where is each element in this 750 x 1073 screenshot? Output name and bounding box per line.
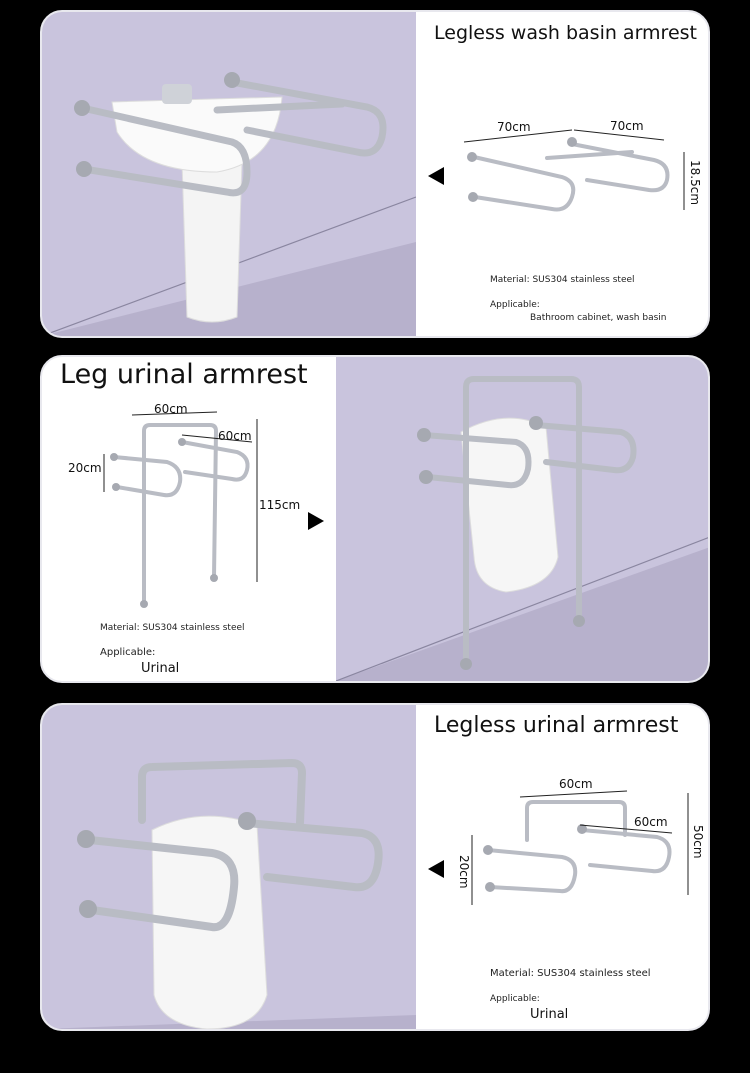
leg-urinal-dimension-drawing xyxy=(103,411,258,608)
arrow-right-icon xyxy=(308,512,324,530)
arrow-left-icon xyxy=(428,167,444,185)
applicable-value: Urinal xyxy=(530,1007,569,1022)
applicable-label: Applicable: xyxy=(490,994,540,1004)
panel-legless-urinal: Legless urinal armrest 60cm 60cm 20cm 50… xyxy=(40,703,710,1031)
dim-width-a: 60cm xyxy=(559,777,593,791)
panel-legless-wash-basin: Legless wash basin armrest 70cm 70cm 18.… xyxy=(40,10,710,338)
dim-width-a: 60cm xyxy=(154,402,188,416)
panel-leg-urinal: Leg urinal armrest 60cm 60cm 20cm 115cm … xyxy=(40,355,710,683)
section-title: Leg urinal armrest xyxy=(60,359,308,390)
legless-urinal-photo xyxy=(42,705,416,1029)
applicable-label: Applicable: xyxy=(100,647,156,658)
applicable-value: Urinal xyxy=(141,661,180,676)
dim-height: 115cm xyxy=(259,498,301,512)
material-text: Material: SUS304 stainless steel xyxy=(490,968,651,979)
dim-rail-gap: 20cm xyxy=(68,461,102,475)
dim-width-b: 70cm xyxy=(610,119,644,133)
arrow-left-icon xyxy=(428,860,444,878)
wash-basin-photo xyxy=(42,12,416,336)
material-text: Material: SUS304 stainless steel xyxy=(100,623,245,633)
applicable-value: Bathroom cabinet, wash basin xyxy=(530,313,667,323)
leg-urinal-illustration xyxy=(336,376,708,681)
section-title: Legless urinal armrest xyxy=(434,713,679,738)
dim-rail-gap: 20cm xyxy=(457,855,471,889)
material-text: Material: SUS304 stainless steel xyxy=(490,275,635,285)
legless-urinal-illustration xyxy=(42,758,416,1029)
wash-basin-illustration xyxy=(42,72,416,336)
dim-width-a: 70cm xyxy=(497,120,531,134)
section-title: Legless wash basin armrest xyxy=(434,22,697,44)
dim-height: 50cm xyxy=(691,825,705,859)
dim-width-b: 60cm xyxy=(218,429,252,443)
wash-basin-dimension-drawing xyxy=(463,129,685,212)
leg-urinal-photo xyxy=(336,357,708,681)
dim-height: 18.5cm xyxy=(688,160,702,206)
legless-urinal-dimension-drawing xyxy=(471,790,689,905)
applicable-label: Applicable: xyxy=(490,300,540,310)
dim-width-b: 60cm xyxy=(634,815,668,829)
